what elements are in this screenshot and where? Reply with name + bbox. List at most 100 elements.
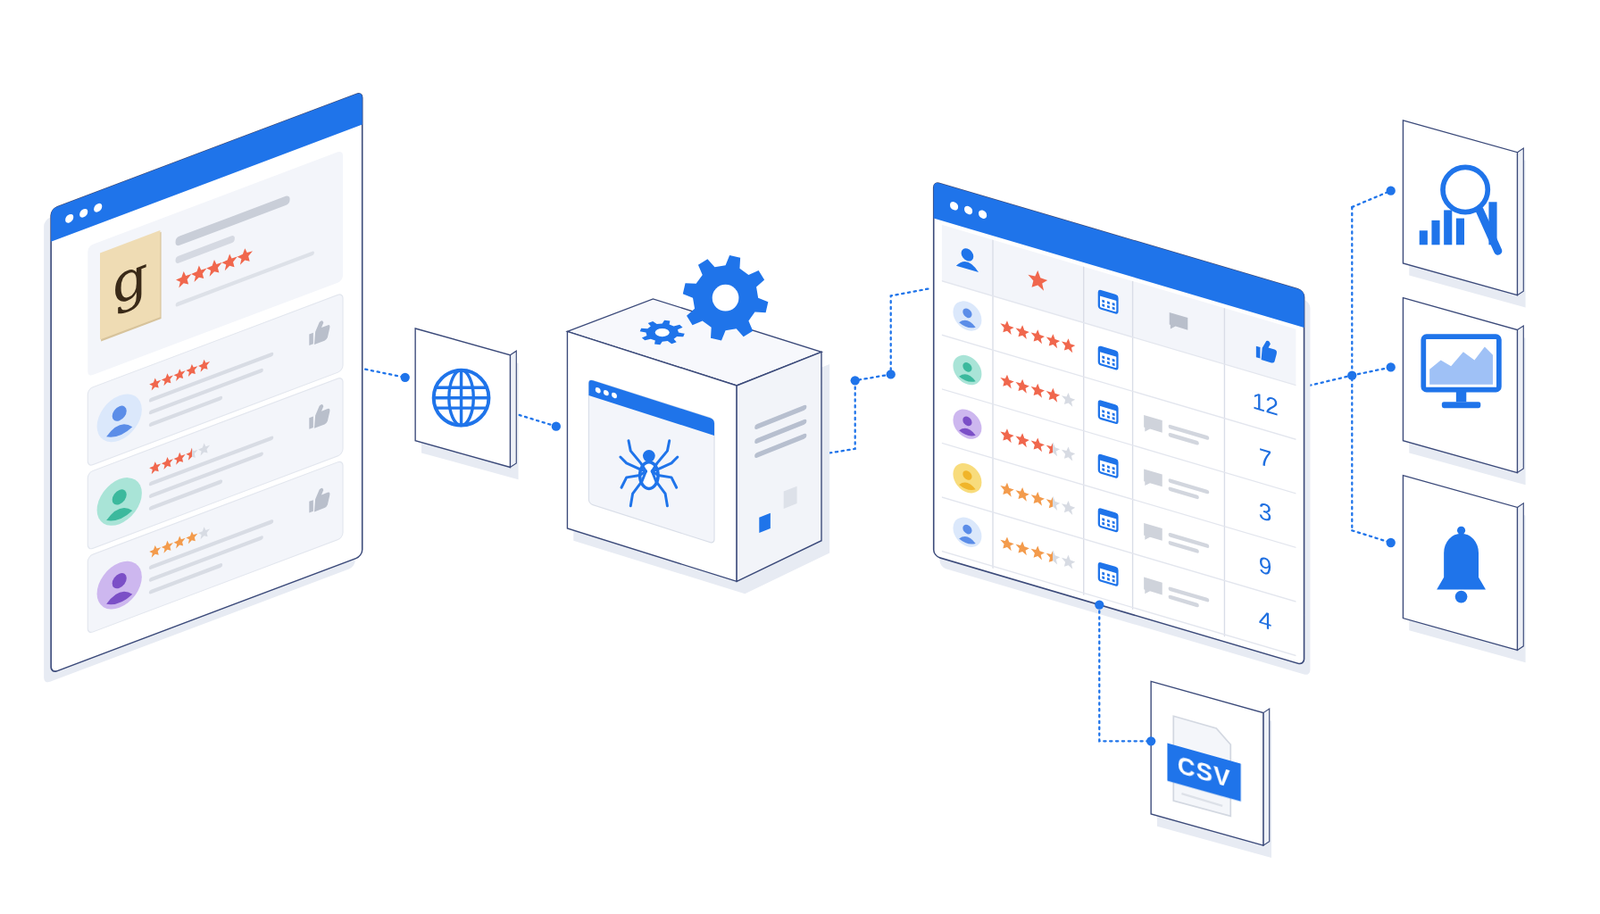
globe-parallel	[435, 386, 487, 390]
calendar-dot	[1112, 416, 1116, 421]
calendar-icon	[1099, 508, 1118, 532]
calendar-dot	[1112, 358, 1116, 363]
text-line	[149, 562, 223, 595]
dotted-wire	[513, 413, 557, 427]
box-side	[736, 351, 822, 582]
calendar-dot	[1101, 467, 1105, 472]
calendar-bar	[1099, 346, 1118, 358]
window-header	[588, 379, 715, 436]
text-line	[149, 535, 264, 584]
table-cell: 3	[1226, 474, 1305, 551]
wire-dot	[400, 373, 410, 383]
chart-bar	[1431, 220, 1440, 245]
thumb-cuff	[308, 333, 314, 346]
vent-line	[757, 436, 805, 456]
dotted-wire	[1351, 191, 1391, 208]
calendar-dot	[1101, 575, 1105, 580]
data-table-window	[933, 181, 1311, 676]
calendar-bar	[1099, 400, 1118, 412]
window-dot	[950, 200, 959, 212]
calendar-dot	[1101, 359, 1105, 364]
calendar-dot	[1112, 525, 1116, 529]
avatar-body	[958, 480, 976, 492]
window-dot	[595, 386, 601, 394]
text-line	[149, 519, 274, 571]
calendar-dot	[1101, 572, 1105, 576]
text-line	[175, 234, 235, 265]
calendar-dot	[1107, 300, 1110, 305]
tile-face	[1402, 298, 1517, 474]
tile-side	[509, 350, 517, 467]
box-side-marks	[757, 408, 805, 534]
wire-dot	[1386, 362, 1396, 372]
rating-star	[1031, 435, 1045, 453]
chart-bar	[1443, 209, 1452, 245]
dotted-wire	[365, 369, 406, 378]
rating-star	[1015, 377, 1029, 395]
rating-star	[149, 459, 161, 475]
review-page-window	[43, 91, 363, 685]
rating-star	[1031, 327, 1045, 345]
rating-star	[1046, 440, 1060, 458]
calendar-dot	[1107, 415, 1110, 419]
calendar-bar	[1099, 290, 1118, 301]
connector-dot	[1146, 736, 1156, 746]
rating-star	[1031, 543, 1045, 561]
calendar-icon	[1099, 290, 1118, 313]
tile-side	[1516, 325, 1524, 474]
calendar-dot	[1107, 411, 1110, 416]
text-line	[149, 395, 223, 428]
window-frame	[933, 181, 1305, 666]
icon-tiles	[415, 120, 1525, 859]
wire-dot	[850, 375, 860, 385]
box-front	[566, 331, 737, 582]
avatar-body	[106, 504, 133, 525]
wire-dot	[1386, 538, 1396, 548]
spider-head	[642, 450, 656, 463]
avatar-head	[962, 307, 972, 319]
calendar-bar	[1099, 454, 1118, 466]
comment-icon	[1143, 523, 1163, 545]
avatar-circle	[97, 554, 142, 617]
rating-star	[174, 450, 186, 466]
avatar-head	[112, 487, 127, 508]
wire-dot	[1386, 186, 1396, 196]
calendar-dot	[1107, 357, 1110, 361]
rating-star	[1000, 481, 1014, 499]
calendar-dot	[1107, 523, 1110, 527]
avatar-body	[106, 587, 133, 609]
calendar-dot	[1107, 465, 1110, 469]
text-line	[1168, 541, 1200, 555]
rating-star	[206, 257, 222, 278]
gear-hole	[712, 284, 740, 312]
bell-icon	[1436, 533, 1486, 591]
thumb-cuff	[308, 416, 314, 429]
connector-dot	[1094, 600, 1104, 609]
header-row	[941, 225, 1297, 386]
globe-parallel	[433, 396, 490, 400]
chart-bar	[1419, 230, 1428, 245]
bell-knob	[1457, 526, 1466, 535]
rating-star	[185, 362, 198, 378]
text-line	[149, 479, 223, 512]
rating-star	[149, 375, 161, 392]
monitor-screen	[1423, 336, 1500, 390]
rating-star	[221, 250, 237, 272]
window-dot	[603, 389, 609, 397]
calendar-dot	[1101, 517, 1105, 522]
text-line	[1168, 486, 1200, 500]
document-line	[1181, 793, 1223, 807]
calendar-dot	[1101, 414, 1105, 418]
row-line	[941, 281, 1297, 386]
csv-tile: CSV	[1150, 681, 1264, 846]
globe-parallel	[435, 406, 487, 409]
tile-face	[1402, 475, 1517, 651]
rating-star	[1046, 494, 1060, 512]
row-line	[941, 442, 1297, 548]
avatar-head	[112, 403, 127, 424]
calendar-dot	[1107, 469, 1110, 474]
calendar-dot	[1101, 522, 1105, 526]
thumb-cuff	[1256, 346, 1261, 359]
monitor-base	[1441, 401, 1481, 409]
